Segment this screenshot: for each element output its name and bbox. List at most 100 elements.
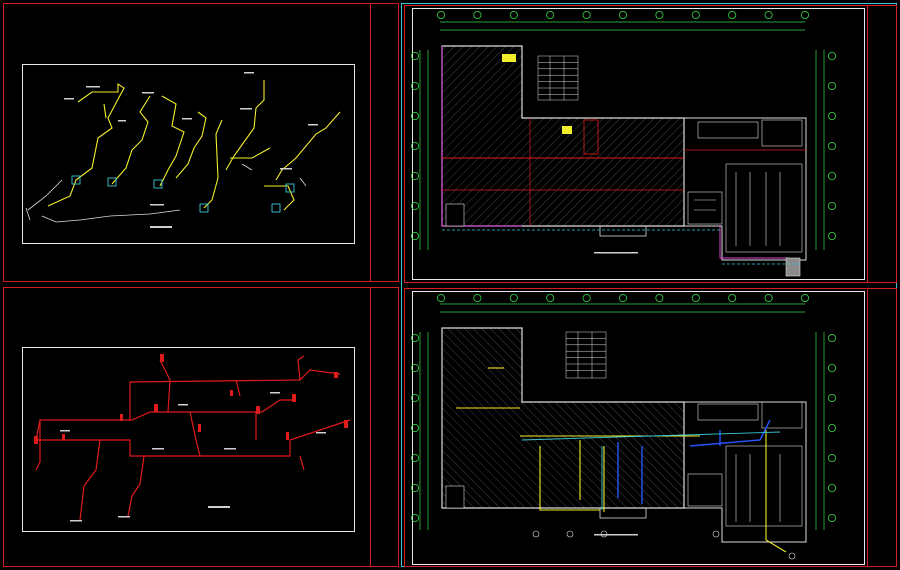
cyan-drain-lines xyxy=(521,431,781,510)
axis-grid-side xyxy=(419,50,825,250)
grid-axis-bubble-icon xyxy=(410,201,419,210)
drawing-frame-bottom-right xyxy=(412,291,865,565)
grid-axis-bubble-icon xyxy=(764,10,773,19)
grid-axis-bubble-icon xyxy=(828,423,837,432)
grid-axis-bubble-icon xyxy=(410,52,419,61)
grid-axis-bubble-icon xyxy=(546,293,555,302)
grid-axis-bubble-icon xyxy=(655,293,664,302)
title-strip xyxy=(370,288,371,566)
grid-axis-bubble-icon xyxy=(410,82,419,91)
grid-axis-bubble-icon xyxy=(828,82,837,91)
grid-axis-bubble-icon xyxy=(473,10,482,19)
grid-axis-bubble-icon xyxy=(691,293,700,302)
outlet-markers xyxy=(532,530,796,560)
diagram-title-mark xyxy=(208,506,230,508)
grid-axis-bubble-icon xyxy=(828,141,837,150)
axis-grid-top xyxy=(440,21,805,31)
room-details xyxy=(687,119,803,253)
title-strip xyxy=(370,4,371,281)
grid-axis-bubble-icon xyxy=(473,293,482,302)
grid-axis-bubble-icon xyxy=(582,293,591,302)
grid-axis-bubble-icon xyxy=(619,293,628,302)
grid-axis-bubble-icon xyxy=(828,393,837,402)
axis-grid-top xyxy=(440,303,805,313)
grid-axis-bubble-icon xyxy=(828,333,837,342)
plan-title-mark xyxy=(594,252,638,254)
title-strip xyxy=(867,6,868,282)
cyan-dimension-runs xyxy=(442,229,800,265)
grid-axis-bubble-icon xyxy=(410,423,419,432)
grid-axis-bubble-icon xyxy=(410,514,419,523)
building-outline xyxy=(441,45,807,277)
yellow-pipe-network xyxy=(47,80,341,211)
sheet-top-right[interactable] xyxy=(404,5,897,283)
grid-axis-bubble-icon xyxy=(828,201,837,210)
blue-drain-lines xyxy=(617,419,771,504)
grid-axis-bubble-icon xyxy=(828,363,837,372)
room-details xyxy=(687,401,803,527)
axis-grid-side xyxy=(419,332,825,530)
grid-axis-bubble-icon xyxy=(764,293,773,302)
grid-axis-bubble-icon xyxy=(828,171,837,180)
grid-axis-bubble-icon xyxy=(728,10,737,19)
legend-table xyxy=(565,331,607,379)
dimension-ticks xyxy=(60,392,326,522)
grid-axis-bubble-icon xyxy=(546,10,555,19)
fixture-marker-icon xyxy=(285,183,295,193)
grid-axis-bubble-icon xyxy=(691,10,700,19)
grid-axis-bubble-icon xyxy=(410,112,419,121)
drawing-frame-bottom-left xyxy=(22,347,355,532)
grid-axis-bubble-icon xyxy=(655,10,664,19)
building-outline xyxy=(441,327,807,543)
fixture-marker-icon xyxy=(71,175,81,185)
red-pipe-network xyxy=(35,355,351,521)
grid-axis-bubble-icon xyxy=(436,293,810,302)
title-strip xyxy=(867,289,868,566)
grid-axis-bubble-icon xyxy=(410,393,419,402)
grid-axis-bubble-icon xyxy=(410,231,419,240)
fixture-markers xyxy=(71,175,295,213)
yellow-risers xyxy=(502,54,572,134)
sheet-top-left[interactable] xyxy=(3,3,399,282)
grid-axis-bubble-icon xyxy=(728,293,737,302)
yellow-drain-lines xyxy=(456,367,787,553)
grid-axis-bubble-icon xyxy=(410,333,419,342)
white-return-lines xyxy=(25,163,307,223)
grid-axis-bubble-icon xyxy=(828,231,837,240)
grid-axis-bubble-icon xyxy=(828,514,837,523)
fixture-marker-icon xyxy=(153,179,163,189)
grid-axis-bubble-icon xyxy=(509,10,518,19)
fixture-marker-icon xyxy=(199,203,209,213)
dimension-ticks xyxy=(64,72,318,206)
grid-axis-bubble-icon xyxy=(828,112,837,121)
grid-axis-bubble-icon xyxy=(410,141,419,150)
grid-axis-bubble-icon xyxy=(619,10,628,19)
sheet-bottom-left[interactable] xyxy=(3,287,399,567)
drawing-frame-top-left xyxy=(22,64,355,244)
red-fixture-stubs xyxy=(34,354,348,444)
grid-axis-bubble-icon xyxy=(801,10,810,19)
grid-axis-bubble-icon xyxy=(436,10,445,19)
plan-title-mark xyxy=(594,534,638,536)
grid-axis-bubble-icon xyxy=(410,52,837,240)
grid-axis-bubble-icon xyxy=(828,52,837,61)
drawing-frame-top-right xyxy=(412,8,865,280)
fixture-marker-icon xyxy=(271,203,281,213)
grid-axis-bubble-icon xyxy=(801,293,810,302)
grid-axis-bubble-icon xyxy=(828,483,837,492)
grid-axis-bubble-icon xyxy=(436,10,810,19)
grid-axis-bubble-icon xyxy=(410,453,419,462)
grid-axis-bubble-icon xyxy=(410,171,419,180)
sheet-bottom-right[interactable] xyxy=(404,288,897,567)
grid-axis-bubble-icon xyxy=(410,363,419,372)
grid-axis-bubble-icon xyxy=(582,10,591,19)
legend-table xyxy=(537,55,579,101)
grid-axis-bubble-icon xyxy=(436,293,445,302)
fixture-marker-icon xyxy=(107,177,117,187)
grid-axis-bubble-icon xyxy=(828,453,837,462)
diagram-title-mark xyxy=(150,226,172,228)
